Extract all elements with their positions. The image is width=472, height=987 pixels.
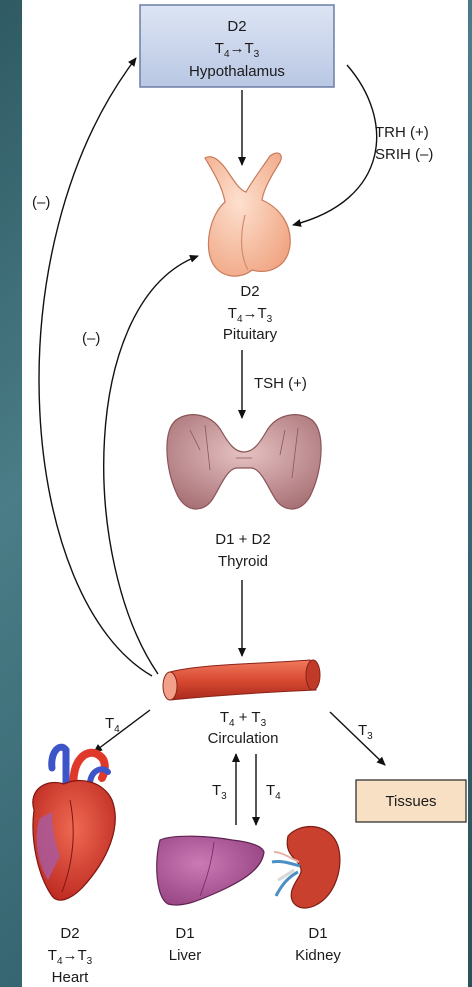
hypothalamus-box: D2 T4→T3 Hypothalamus <box>140 5 334 87</box>
tissues-label: Tissues <box>385 793 436 810</box>
liver-enzyme: D1 <box>175 925 194 942</box>
thyroid-label: Thyroid <box>218 553 268 570</box>
srih-label: SRIH (–) <box>375 146 433 163</box>
circulation-label: Circulation <box>208 730 279 747</box>
arrow-feedback-to-hypothalamus <box>39 58 152 676</box>
tissues-box: Tissues <box>356 780 466 822</box>
pituitary-enzyme: D2 <box>240 283 259 300</box>
thyroid-gland-illustration <box>167 415 321 509</box>
blood-vessel-illustration <box>163 660 320 700</box>
down-arrow-label: T4 <box>266 782 281 802</box>
heart-arrow-label: T4 <box>105 715 120 735</box>
pituitary-label: Pituitary <box>223 326 278 343</box>
pituitary-gland-illustration <box>205 153 290 276</box>
hypothalamus-enzyme: D2 <box>227 18 246 35</box>
tissues-arrow-label: T3 <box>358 722 373 742</box>
heart-conversion: T4→T3 <box>48 947 93 967</box>
heart-enzyme: D2 <box>60 925 79 942</box>
kidney-enzyme: D1 <box>308 925 327 942</box>
liver-label: Liver <box>169 947 202 964</box>
thyroid-enzyme: D1 + D2 <box>215 531 270 548</box>
kidney-label: Kidney <box>295 947 341 964</box>
pituitary-conversion: T4→T3 <box>228 305 273 325</box>
feedback-pituitary-label: (–) <box>82 330 100 347</box>
heart-label: Heart <box>52 969 90 986</box>
arrow-circulation-to-heart <box>94 710 150 752</box>
trh-label: TRH (+) <box>375 124 429 141</box>
kidney-illustration <box>272 827 340 909</box>
liver-illustration <box>157 836 264 905</box>
tsh-label: TSH (+) <box>254 375 307 392</box>
up-arrow-label: T3 <box>212 782 227 802</box>
feedback-hypothalamus-label: (–) <box>32 194 50 211</box>
hypothalamus-label: Hypothalamus <box>189 63 285 80</box>
arrow-trh-srih <box>293 65 377 225</box>
circulation-hormones: T4 + T3 <box>220 709 267 729</box>
heart-illustration <box>33 747 115 900</box>
